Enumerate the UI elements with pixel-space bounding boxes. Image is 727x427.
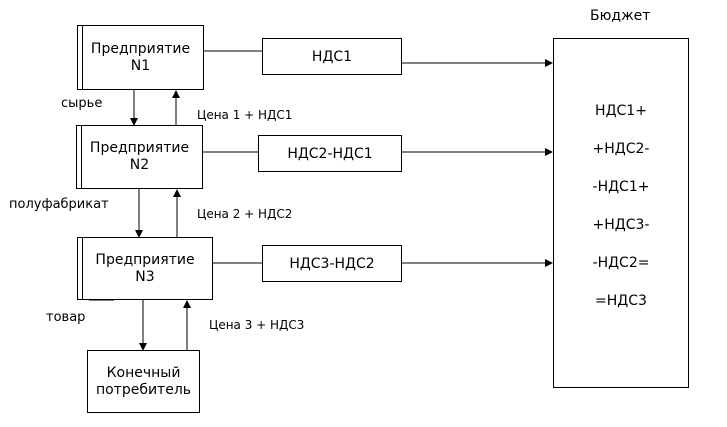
budget-line-1: НДС1+ [595,103,647,119]
enterprise-3-line1: Предприятие [95,251,195,268]
enterprise-1-inner-border [82,25,83,90]
end-consumer-line2: потребитель [95,381,192,398]
budget-box [553,38,689,388]
label-price-1: Цена 1 + НДС1 [197,108,293,122]
vat-box-1: НДС1 [262,38,402,75]
enterprise-2: Предприятие N2 [76,125,203,189]
enterprise-3-line2: N3 [135,268,155,285]
enterprise-3: Предприятие N3 [77,237,213,300]
label-price-3: Цена 3 + НДС3 [209,318,305,332]
enterprise-1: Предприятие N1 [77,25,204,90]
budget-title: Бюджет [590,8,651,24]
enterprise-1-line2: N1 [130,57,151,74]
label-price-2: Цена 2 + НДС2 [197,207,293,221]
enterprise-2-line1: Предприятие [89,140,190,156]
vat-box-3: НДС3-НДС2 [262,245,402,282]
label-semi-product: полуфабрикат [9,197,109,212]
budget-line-5: -НДС2= [592,255,650,271]
enterprise-2-inner-border [81,125,82,189]
enterprise-3-inner-border [82,237,83,300]
label-raw-material: сырье [61,96,103,111]
end-consumer: Конечный потребитель [87,350,200,413]
budget-line-3: -НДС1+ [592,179,650,195]
budget-line-4: +НДС3- [592,217,650,233]
enterprise-1-line1: Предприятие [90,40,191,57]
budget-equation: НДС1+ +НДС2- -НДС1+ +НДС3- -НДС2= =НДС3 [553,96,689,324]
budget-line-2: +НДС2- [592,141,650,157]
label-goods: товар [46,310,86,325]
budget-line-6: =НДС3 [595,293,647,309]
enterprise-2-line2: N2 [129,157,150,173]
end-consumer-line1: Конечный [106,364,181,381]
vat-box-2: НДС2-НДС1 [258,135,402,172]
